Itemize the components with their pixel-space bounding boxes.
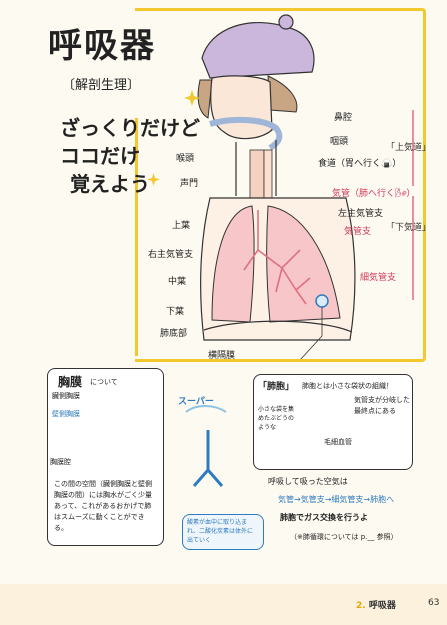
label-esophagus: 食道（胃へ行く🍙） — [318, 156, 401, 169]
label-bronchiole: 細気管支 — [360, 270, 396, 283]
footer-section-name: 呼吸器 — [369, 601, 396, 611]
label-nasal-cavity: 鼻腔 — [334, 110, 352, 123]
alveoli-text: 肺胞とは小さな袋状の組織！ — [302, 381, 393, 391]
label-larynx: 喉頭 — [176, 151, 194, 164]
airflow-exchange: 肺胞でガス交換を行うよ — [280, 512, 368, 523]
label-capillary: 毛細血管 — [324, 437, 394, 448]
label-bronchus: 気管支 — [344, 224, 371, 237]
label-middle-lobe: 中葉 — [168, 274, 186, 287]
airflow-reference: （※肺循環については p.__ 参照） — [290, 532, 398, 542]
label-small-grapes: 小さな袋を集めたぶどうのような — [258, 405, 294, 432]
alveoli-heading: 「肺胞」 — [258, 379, 294, 392]
airflow-flow-path: 気管→気管支→細気管支→肺胞へ — [278, 494, 394, 505]
slogan-line-1: ざっくりだけど — [60, 112, 200, 141]
airflow-super: スーパー — [178, 394, 214, 407]
label-diaphragm: 横隔膜 — [208, 348, 235, 361]
label-right-main-bronchus: 右主気管支 — [148, 247, 193, 260]
airflow-caption: 酸素が血中に取り込まれ、二酸化炭素は体外に出ていく — [187, 518, 259, 545]
page-number: 63 — [428, 598, 439, 608]
airflow-flow-title: 呼吸して吸った空気は — [268, 476, 348, 487]
slogan-line-3: 覚えよう — [70, 168, 150, 197]
label-visceral-pleura: 臓側胸膜 — [52, 391, 80, 401]
label-pleural-cavity: 胸膜腔 — [50, 457, 71, 467]
pleura-note-text: この間の空間（臓側胸膜と壁側胸膜の間）には胸水がごく少量あって、これがあるおかげ… — [54, 479, 158, 534]
label-upper-airway: 「上気道」 — [386, 140, 431, 153]
label-lung-base: 肺底部 — [160, 326, 187, 339]
pleura-note-box: 胸膜 について 臓側胸膜 壁側胸膜 胸膜腔 この間の空間（臓側胸膜と壁側胸膜の間… — [47, 368, 164, 546]
pleura-heading: 胸膜 — [58, 373, 82, 390]
slogan-line-2: ココだけ — [60, 140, 140, 169]
label-upper-lobe: 上葉 — [172, 218, 190, 231]
alveoli-subtext: 気管支が分岐した最終点にある — [354, 395, 410, 417]
pleura-heading-suffix: について — [90, 377, 118, 387]
page-title: 呼吸器 — [48, 18, 156, 67]
label-glottis: 声門 — [180, 176, 198, 189]
label-lower-airway: 「下気道」 — [386, 220, 431, 233]
label-pharynx: 咽頭 — [330, 134, 348, 147]
label-parietal-pleura: 壁側胸膜 — [52, 409, 80, 419]
label-left-main-bronchus: 左主気管支 — [338, 206, 383, 219]
page-subtitle: 〔解剖生理〕 — [62, 74, 140, 93]
airflow-tree — [194, 430, 222, 486]
footer-section: 2. 呼吸器 — [356, 598, 396, 611]
label-trachea: 気管（肺へ行く🌬） — [332, 186, 415, 199]
airflow-caption-box: 酸素が血中に取り込まれ、二酸化炭素は体外に出ていく — [182, 514, 264, 550]
footer-section-number: 2. — [356, 601, 366, 611]
label-lower-lobe: 下葉 — [166, 304, 184, 317]
alveoli-note-box: 「肺胞」 肺胞とは小さな袋状の組織！ 気管支が分岐した最終点にある 小さな袋を集… — [253, 374, 413, 470]
